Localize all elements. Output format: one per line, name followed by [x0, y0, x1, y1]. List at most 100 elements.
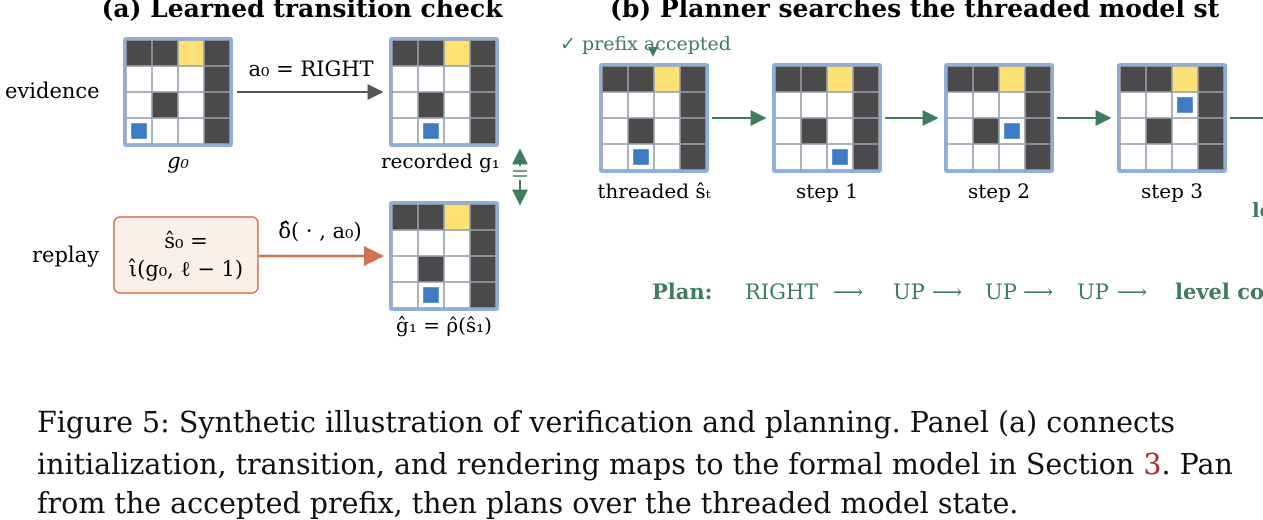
plan-arrow-glyph-4: ⟶: [1117, 280, 1147, 304]
agent-marker: [423, 287, 439, 303]
wall-cell: [775, 66, 801, 92]
floor-cell: [1172, 118, 1198, 144]
g0-label: g₀: [167, 149, 189, 173]
evidence-label: evidence: [5, 79, 100, 103]
action-label: a₀ = RIGHT: [248, 57, 373, 81]
wall-cell: [973, 118, 999, 144]
wall-cell: [801, 66, 827, 92]
prefix-pointer: [648, 47, 658, 57]
wall-cell: [470, 92, 496, 118]
agent-marker: [633, 149, 649, 165]
section-reference-link[interactable]: 3: [1143, 448, 1162, 481]
grid-step3: [1117, 63, 1227, 173]
panel-a-title: (a) Learned transition check: [102, 0, 503, 23]
wall-cell: [204, 66, 230, 92]
goal-cell: [999, 66, 1025, 92]
floor-cell: [392, 230, 418, 256]
floor-cell: [1120, 92, 1146, 118]
plan-step-1: RIGHT: [745, 280, 818, 304]
wall-cell: [602, 66, 628, 92]
floor-cell: [392, 66, 418, 92]
floor-cell: [827, 92, 853, 118]
wall-cell: [680, 66, 706, 92]
wall-cell: [204, 40, 230, 66]
floor-cell: [444, 282, 470, 308]
wall-cell: [204, 118, 230, 144]
wall-cell: [680, 144, 706, 170]
wall-cell: [947, 66, 973, 92]
floor-cell: [126, 92, 152, 118]
floor-cell: [775, 118, 801, 144]
grid-step1: [772, 63, 882, 173]
floor-cell: [392, 282, 418, 308]
floor-cell: [602, 92, 628, 118]
grid-recorded-g1: [389, 37, 499, 147]
plan-arrow-glyph-2: ⟶: [932, 280, 962, 304]
floor-cell: [801, 144, 827, 170]
wall-cell: [1120, 66, 1146, 92]
goal-cell: [444, 204, 470, 230]
floor-cell: [999, 92, 1025, 118]
plan-end: level co: [1175, 279, 1263, 304]
wall-cell: [853, 144, 879, 170]
wall-cell: [1025, 144, 1051, 170]
wall-cell: [680, 92, 706, 118]
agent-marker: [131, 123, 147, 139]
prefix-accepted-label: ✓ prefix accepted: [560, 33, 731, 55]
floor-cell: [947, 92, 973, 118]
goal-cell: [444, 40, 470, 66]
floor-cell: [775, 144, 801, 170]
wall-cell: [973, 66, 999, 92]
floor-cell: [178, 118, 204, 144]
wall-cell: [470, 118, 496, 144]
panel-b-title: (b) Planner searches the threaded model …: [610, 0, 1220, 23]
wall-cell: [1198, 144, 1224, 170]
grid-g1hat: [389, 201, 499, 311]
wall-cell: [1146, 66, 1172, 92]
caption-line2-a: initialization, transition, and renderin…: [37, 448, 1144, 481]
grid-g0: [123, 37, 233, 147]
floor-cell: [1172, 144, 1198, 170]
plan-step-3: UP: [985, 280, 1017, 304]
wall-cell: [152, 40, 178, 66]
floor-cell: [628, 92, 654, 118]
plan-line: Plan: RIGHT ⟶ UP ⟶ UP ⟶ UP ⟶ level co: [652, 279, 1263, 304]
floor-cell: [1146, 144, 1172, 170]
state-label-step3: step 3: [1141, 179, 1203, 203]
floor-cell: [418, 66, 444, 92]
plan-label: Plan:: [652, 279, 712, 304]
floor-cell: [444, 118, 470, 144]
floor-cell: [1146, 92, 1172, 118]
wall-cell: [1198, 66, 1224, 92]
floor-cell: [444, 230, 470, 256]
agent-marker: [832, 149, 848, 165]
figure-caption-line2: initialization, transition, and renderin…: [37, 449, 1263, 481]
wall-cell: [853, 118, 879, 144]
plan-arrow-glyph-1: ⟶: [833, 280, 863, 304]
grid-step2: [944, 63, 1054, 173]
replay-label: replay: [32, 243, 99, 267]
floor-cell: [152, 118, 178, 144]
goal-cell: [827, 66, 853, 92]
agent-marker: [1004, 123, 1020, 139]
wall-cell: [126, 40, 152, 66]
floor-cell: [418, 230, 444, 256]
figure-canvas: (a) Learned transition check evidence re…: [5, 0, 1263, 337]
goal-cell: [654, 66, 680, 92]
wall-cell: [418, 40, 444, 66]
wall-cell: [470, 40, 496, 66]
wall-cell: [204, 92, 230, 118]
caption-line1: Figure 5: Synthetic illustration of veri…: [37, 406, 1176, 439]
wall-cell: [680, 118, 706, 144]
wall-cell: [392, 204, 418, 230]
plan-step-4: UP: [1077, 280, 1109, 304]
wall-cell: [418, 256, 444, 282]
figure-caption-line1: Figure 5: Synthetic illustration of veri…: [37, 407, 1263, 439]
floor-cell: [392, 92, 418, 118]
wall-cell: [1025, 92, 1051, 118]
wall-cell: [470, 282, 496, 308]
plan-arrow-glyph-3: ⟶: [1023, 280, 1053, 304]
plan-step-2: UP: [893, 280, 925, 304]
floor-cell: [444, 92, 470, 118]
cut-level-label: le: [1252, 198, 1263, 222]
